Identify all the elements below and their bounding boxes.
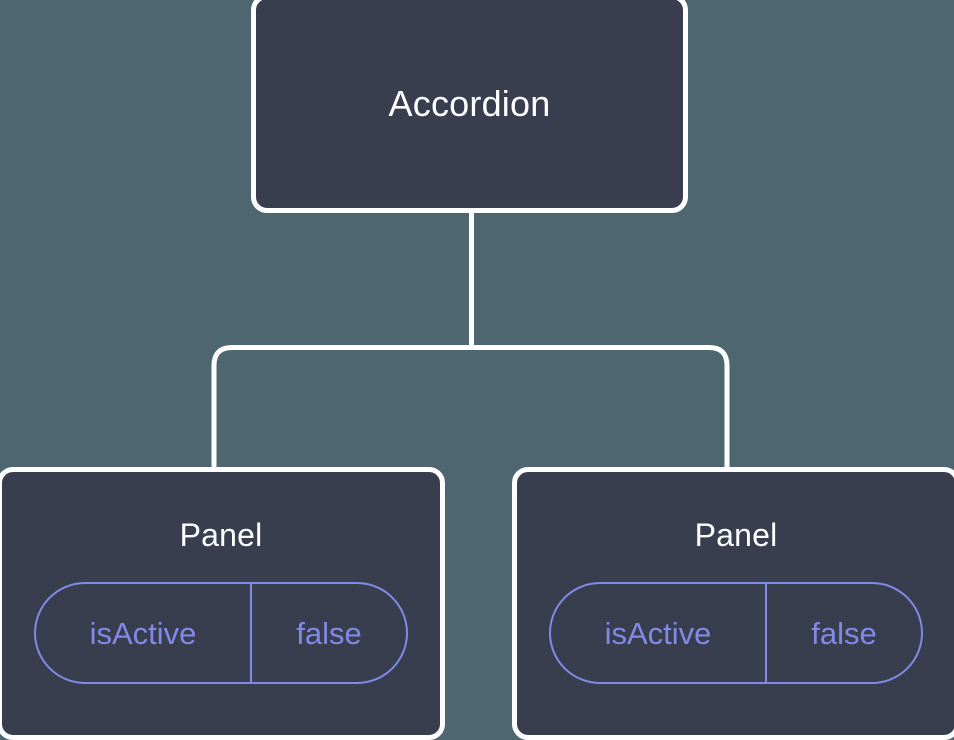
edge-branch-right [471,345,730,472]
node-panel-1-title: Panel [179,517,263,553]
node-panel-1[interactable]: Panel isActive false [0,467,445,740]
node-panel-2[interactable]: Panel isActive false [512,467,954,740]
state-pill-panel-1-value: false [296,615,362,651]
state-pill-panel-1[interactable]: isActive false [34,582,408,685]
state-pill-panel-1-key: isActive [36,584,252,683]
node-accordion[interactable]: Accordion [251,0,688,213]
state-pill-panel-2[interactable]: isActive false [549,582,923,685]
state-pill-panel-2-value: false [811,615,877,651]
node-panel-2-title: Panel [694,517,778,553]
edge-branch-left [211,345,472,472]
state-pill-panel-2-key: isActive [551,584,767,683]
node-accordion-title: Accordion [388,82,551,124]
